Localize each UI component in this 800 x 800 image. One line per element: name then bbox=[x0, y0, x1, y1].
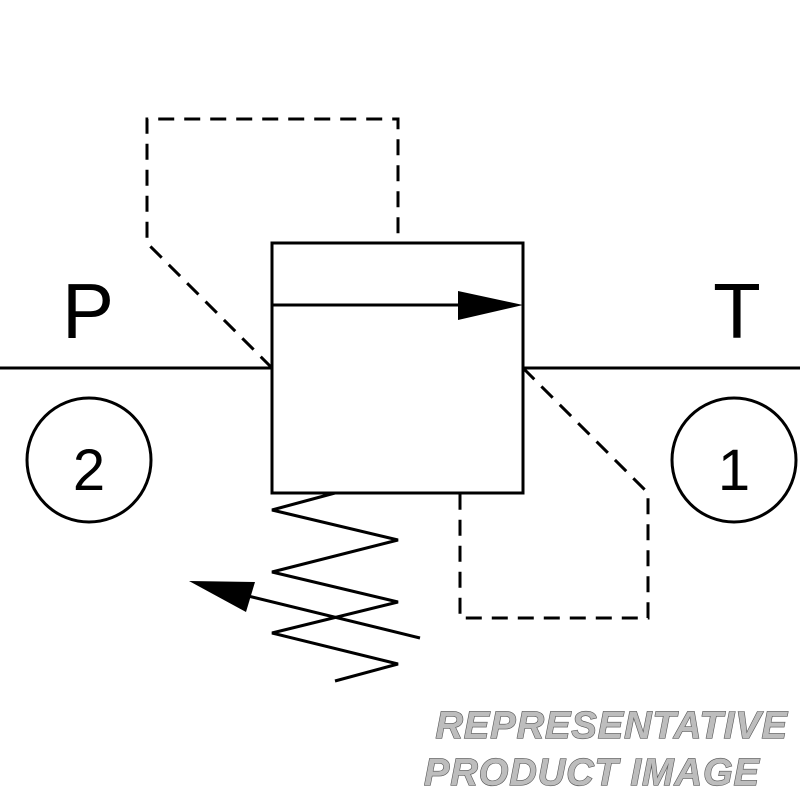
flow-arrow-head bbox=[458, 291, 523, 320]
adjustment-arrow-shaft bbox=[239, 592, 421, 640]
valve-body bbox=[270, 241, 525, 495]
port-number-2: 2 bbox=[73, 438, 105, 503]
port-circle-left bbox=[25, 396, 153, 524]
port-letter-p: P bbox=[62, 267, 114, 355]
adjustment-arrow-head bbox=[189, 581, 255, 612]
upper-pilot-line bbox=[145, 117, 400, 370]
watermark-line-2: PRODUCT IMAGE bbox=[424, 752, 761, 794]
spring bbox=[271, 491, 399, 683]
watermark-line-1: REPRESENTATIVE bbox=[435, 705, 788, 747]
lower-drain-line bbox=[458, 366, 650, 620]
port-circle-right bbox=[670, 396, 798, 524]
port-letter-t: T bbox=[713, 267, 761, 355]
port-number-1: 1 bbox=[718, 438, 750, 503]
